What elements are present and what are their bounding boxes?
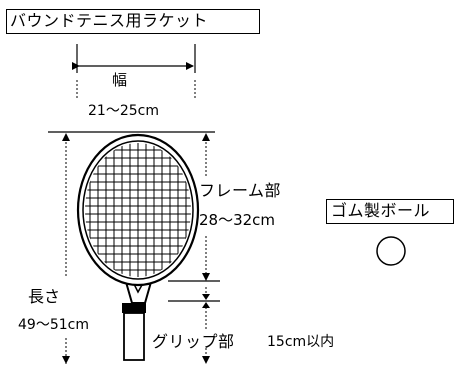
frame-value: 28～32cm (199, 211, 276, 229)
length-label: 長さ (28, 287, 61, 306)
length-value: 49～51cm (18, 317, 89, 333)
ball-icon (376, 236, 406, 266)
title-box (6, 9, 260, 34)
width-dimension (72, 44, 196, 98)
width-value: 21～25cm (88, 103, 159, 119)
length-dimension (62, 133, 70, 364)
grip-value: 15cm以内 (267, 334, 335, 350)
width-label: 幅 (112, 71, 128, 89)
ball-label-box (326, 199, 454, 224)
grip-label: グリップ部 (152, 332, 235, 351)
diagram-title: バウンドテニス用ラケット (10, 11, 209, 30)
frame-label: フレーム部 (199, 181, 282, 200)
ball-label: ゴム製ボール (331, 201, 431, 220)
grip-dimension (168, 287, 220, 364)
racket-icon (76, 133, 200, 361)
frame-dimension (168, 133, 220, 282)
